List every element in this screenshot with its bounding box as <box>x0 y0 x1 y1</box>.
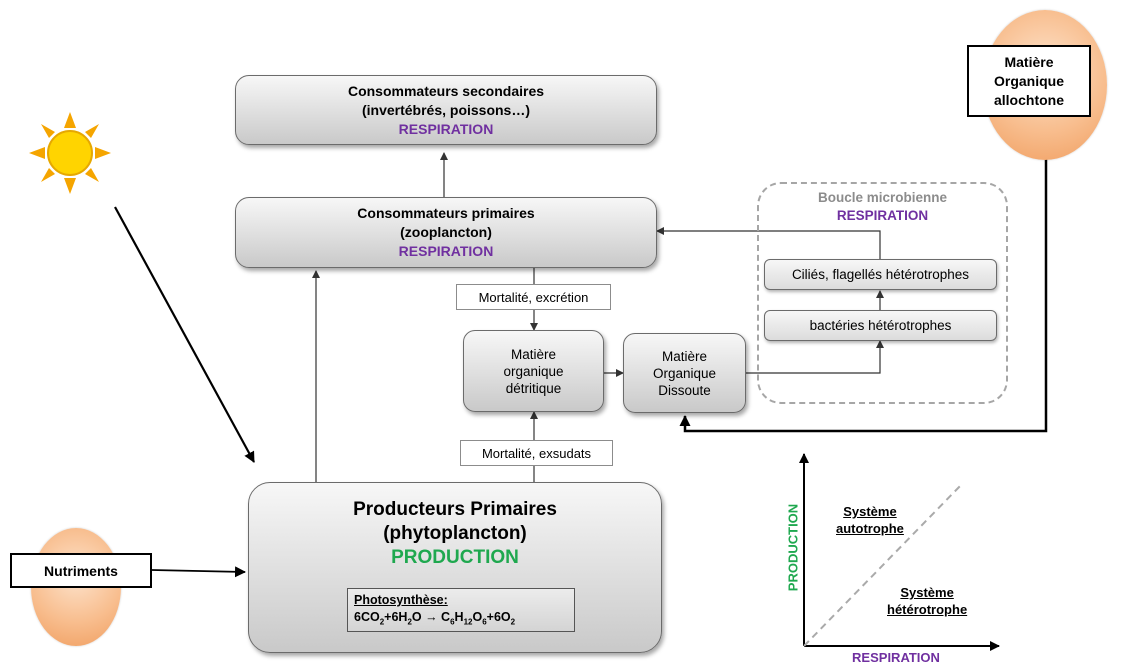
graph-xlabel: RESPIRATION <box>852 650 940 665</box>
microbial-loop-container <box>757 182 1008 404</box>
microbial-loop-title: Boucle microbienne <box>817 190 948 205</box>
primary-consumers-box: Consommateurs primaires (zooplancton) RE… <box>235 197 657 268</box>
graph-autotrophic-line2: autotrophe <box>836 521 904 536</box>
detrital-line1: Matière <box>510 346 556 362</box>
primary-consumers-examples: (zooplancton) <box>400 224 492 240</box>
detrital-organic-matter-box: Matière organique détritique <box>463 330 604 412</box>
dissolved-organic-matter-box: Matière Organique Dissoute <box>623 333 746 413</box>
production-label: PRODUCTION <box>391 547 519 568</box>
photosynthesis-equation: 6CO2+6H2O → C6H12O6+6O2 <box>354 610 516 627</box>
secondary-consumers-examples: (invertébrés, poissons…) <box>361 101 531 118</box>
graph-heterotrophic-line2: hétérotrophe <box>887 602 968 617</box>
bacteria-box: bactéries hétérotrophes <box>764 310 997 341</box>
nutrients-box: Nutriments <box>10 553 152 588</box>
allochthonous-line3: allochtone <box>993 91 1064 108</box>
arrow-sun-to-producers <box>114 206 255 463</box>
allochthonous-matter-box: Matière Organique allochtone <box>967 45 1091 117</box>
ciliates-box: Ciliés, flagellés hétérotrophes <box>764 259 997 290</box>
microbial-loop-respiration: RESPIRATION <box>836 208 929 223</box>
dissolved-line3: Dissoute <box>658 382 711 398</box>
detrital-line3: détritique <box>505 380 562 396</box>
primary-consumers-title: Consommateurs primaires <box>357 205 535 221</box>
production-respiration-graph <box>799 453 1000 651</box>
photosynthesis-title: Photosynthèse: <box>354 593 448 607</box>
photosynthesis-box: Photosynthèse: 6CO2+6H2O → C6H12O6+6O2 <box>347 588 575 632</box>
primary-respiration-label: RESPIRATION <box>398 243 494 259</box>
graph-autotrophic-line1: Système <box>843 504 897 519</box>
producers-title: Producteurs Primaires <box>353 499 557 520</box>
secondary-respiration-label: RESPIRATION <box>398 120 494 137</box>
detrital-line2: organique <box>503 363 564 379</box>
allochthonous-line1: Matière <box>1004 53 1054 70</box>
secondary-consumers-title: Consommateurs secondaires <box>347 82 545 99</box>
arrow-nutrients-to-producers <box>151 566 246 578</box>
graph-heterotrophic-label: Système hétérotrophe <box>887 584 967 618</box>
arrow-allochthonous-to-dissolved <box>679 134 1048 433</box>
arrow-dissolved-to-bacteria <box>746 340 884 374</box>
graph-autotrophic-label: Système autotrophe <box>836 503 904 537</box>
producers-examples: (phytoplancton) <box>383 523 527 544</box>
allochthonous-line2: Organique <box>993 72 1064 89</box>
arrow-ciliates-to-consumers <box>656 227 881 259</box>
secondary-consumers-box: Consommateurs secondaires (invertébrés, … <box>235 75 657 145</box>
mortality-exudates-label: Mortalité, exsudats <box>460 440 613 466</box>
graph-diagonal <box>803 482 964 647</box>
sun-icon <box>29 112 111 194</box>
dissolved-line2: Organique <box>652 365 717 381</box>
dissolved-line1: Matière <box>661 348 707 364</box>
graph-heterotrophic-line1: Système <box>900 585 954 600</box>
graph-ylabel: PRODUCTION <box>785 503 801 592</box>
mortality-excretion-label: Mortalité, excrétion <box>456 284 611 310</box>
